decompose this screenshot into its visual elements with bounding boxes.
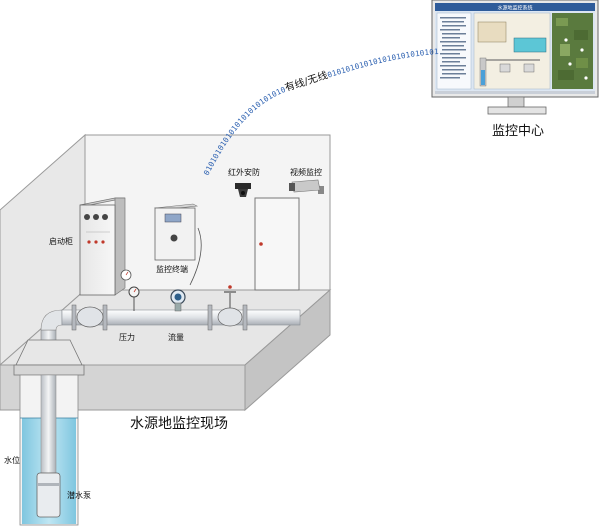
door-handle — [259, 242, 263, 246]
video-camera — [289, 179, 324, 194]
infrared-sensor — [235, 183, 251, 197]
terminal-knob — [170, 234, 178, 242]
terminal-display — [164, 213, 182, 223]
drop-pipe — [40, 374, 57, 474]
svg-text:0101010101010101010101010有线/无线: 0101010101010101010101010有线/无线0101010101… — [0, 0, 439, 177]
floor-side-face — [244, 288, 331, 412]
monitor-stand — [487, 106, 547, 115]
submersible-pump-label: 潜水泵 — [67, 490, 91, 500]
monitor-terminal-label: 监控终端 — [156, 264, 188, 274]
screen-titlebar — [435, 3, 595, 11]
room-door — [254, 197, 300, 291]
cabinet-indicator — [94, 240, 98, 244]
gate-valve — [217, 307, 243, 327]
video-monitoring-label: 视频监控 — [290, 167, 322, 177]
pipe-system — [40, 269, 301, 381]
well — [13, 339, 85, 526]
pressure-label: 压力 — [119, 332, 135, 342]
check-valve — [76, 306, 104, 328]
site-title: 水源地监控现场 — [130, 416, 228, 432]
cabinet-indicator — [87, 240, 91, 244]
well-hood — [15, 339, 83, 366]
flow-label: 流量 — [168, 332, 184, 342]
monitor-neck — [507, 96, 525, 108]
infrared-security-label: 红外安防 — [228, 167, 260, 177]
data-transmission-link: 0101010101010101010101010有线/无线0101010101… — [0, 0, 439, 177]
cabinet-indicator — [101, 240, 105, 244]
monitor-terminal — [153, 203, 202, 286]
data-bits-right: 0101010101010101010101010101 — [0, 0, 439, 80]
cabinet-meter — [84, 214, 90, 220]
starter-cabinet-label: 启动柜 — [49, 236, 73, 246]
link-medium-label: 有线/无线 — [283, 68, 329, 94]
cabinet-meter — [102, 214, 108, 220]
cabinet-meter — [93, 214, 99, 220]
water-level-label: 水位 — [4, 455, 20, 465]
monitor-center — [431, 0, 599, 115]
screen-title: 水源地监控系统 — [497, 5, 532, 12]
screen-tank — [513, 37, 547, 53]
submersible-pump-body — [36, 472, 61, 518]
starter-cabinet — [79, 197, 126, 296]
monitor-center-label: 监控中心 — [492, 124, 544, 139]
